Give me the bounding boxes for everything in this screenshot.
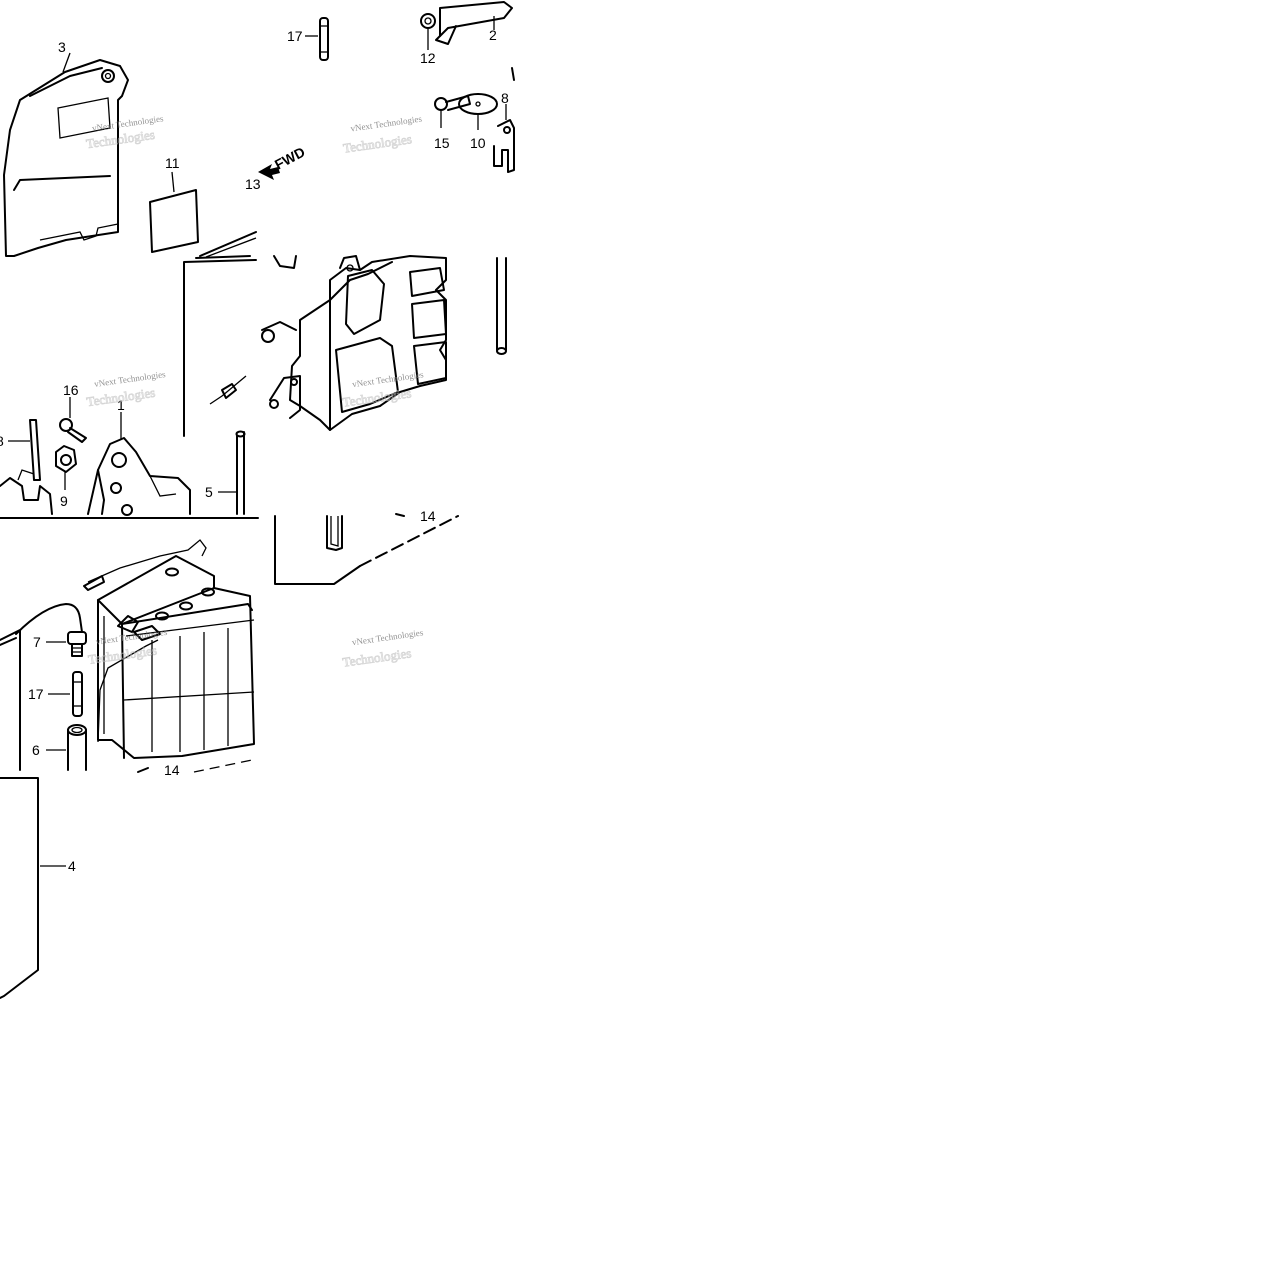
- callout-14: 14: [164, 762, 180, 778]
- part-10-washer: 10: [458, 93, 498, 151]
- callout-13: 13: [245, 176, 261, 192]
- svg-text:vNext Technologies: vNext Technologies: [95, 627, 168, 647]
- svg-text:vNext Technologies: vNext Technologies: [352, 369, 425, 389]
- callout-12: 12: [420, 50, 436, 66]
- svg-text:vNext Technologies: vNext Technologies: [351, 627, 424, 647]
- part-16-bolt: 16: [59, 382, 87, 443]
- svg-text:FWD: FWD: [272, 144, 308, 173]
- battery: [97, 555, 255, 759]
- callout-3: 3: [58, 39, 66, 55]
- callout-17: 17: [287, 28, 303, 44]
- callout-8: 8: [501, 90, 509, 106]
- callout-7: 7: [33, 634, 41, 650]
- part-7-cap: 7: [33, 631, 87, 657]
- callout-1: 1: [117, 397, 125, 413]
- part-6-tube: 6: [32, 724, 87, 771]
- callout-15: 15: [434, 135, 450, 151]
- callout-10: 10: [470, 135, 486, 151]
- part-11-label: 11: [149, 155, 199, 253]
- part-5-tube: 5: [205, 430, 246, 515]
- fwd-direction-marker: FWD 13: [245, 144, 308, 192]
- part-2-bracket: 2: [435, 1, 513, 45]
- part-3-battery-cover: 3: [3, 39, 129, 257]
- svg-text:vNext Technologies: vNext Technologies: [94, 369, 167, 389]
- callout-14b: 14: [420, 508, 436, 524]
- part-9-grommet: 9: [55, 445, 77, 509]
- callout-6: 6: [32, 742, 40, 758]
- panel-battery: 7 17 6: [0, 539, 255, 778]
- panel-lower-right: 14: [274, 508, 459, 585]
- callout-2: 2: [489, 27, 497, 43]
- part-8-strap: 8: [0, 419, 53, 515]
- svg-text:Technologies: Technologies: [342, 131, 413, 155]
- callout-5: 5: [205, 484, 213, 500]
- panel-bottom-left: 4: [0, 777, 76, 999]
- part-1-bracket: 1: [87, 397, 191, 516]
- battery-box: [261, 255, 447, 431]
- callout-8b: 8: [0, 433, 4, 449]
- callout-9: 9: [60, 493, 68, 509]
- callout-16: 16: [63, 382, 79, 398]
- part-15-bolt: 15: [434, 95, 471, 151]
- watermarks: vNext Technologies Technologies vNext Te…: [85, 113, 425, 670]
- panel-middle-right: [261, 255, 507, 431]
- callout-17b: 17: [28, 686, 44, 702]
- panel-top-left: 3 11: [3, 39, 257, 258]
- panel-middle-left: 5 16 9 8: [0, 255, 259, 519]
- svg-text:vNext Technologies: vNext Technologies: [350, 114, 423, 134]
- part-17-fuse: 17: [287, 17, 329, 61]
- callout-4: 4: [68, 858, 76, 874]
- part-8-clip: 8: [493, 67, 515, 173]
- rod: [496, 257, 507, 355]
- part-17-fuse-b: 17: [28, 671, 83, 717]
- callout-11: 11: [165, 155, 180, 171]
- panel-top-right: 17 12 2 15 10: [245, 1, 515, 192]
- part-12-nut: 12: [420, 13, 436, 66]
- svg-text:Technologies: Technologies: [342, 645, 413, 669]
